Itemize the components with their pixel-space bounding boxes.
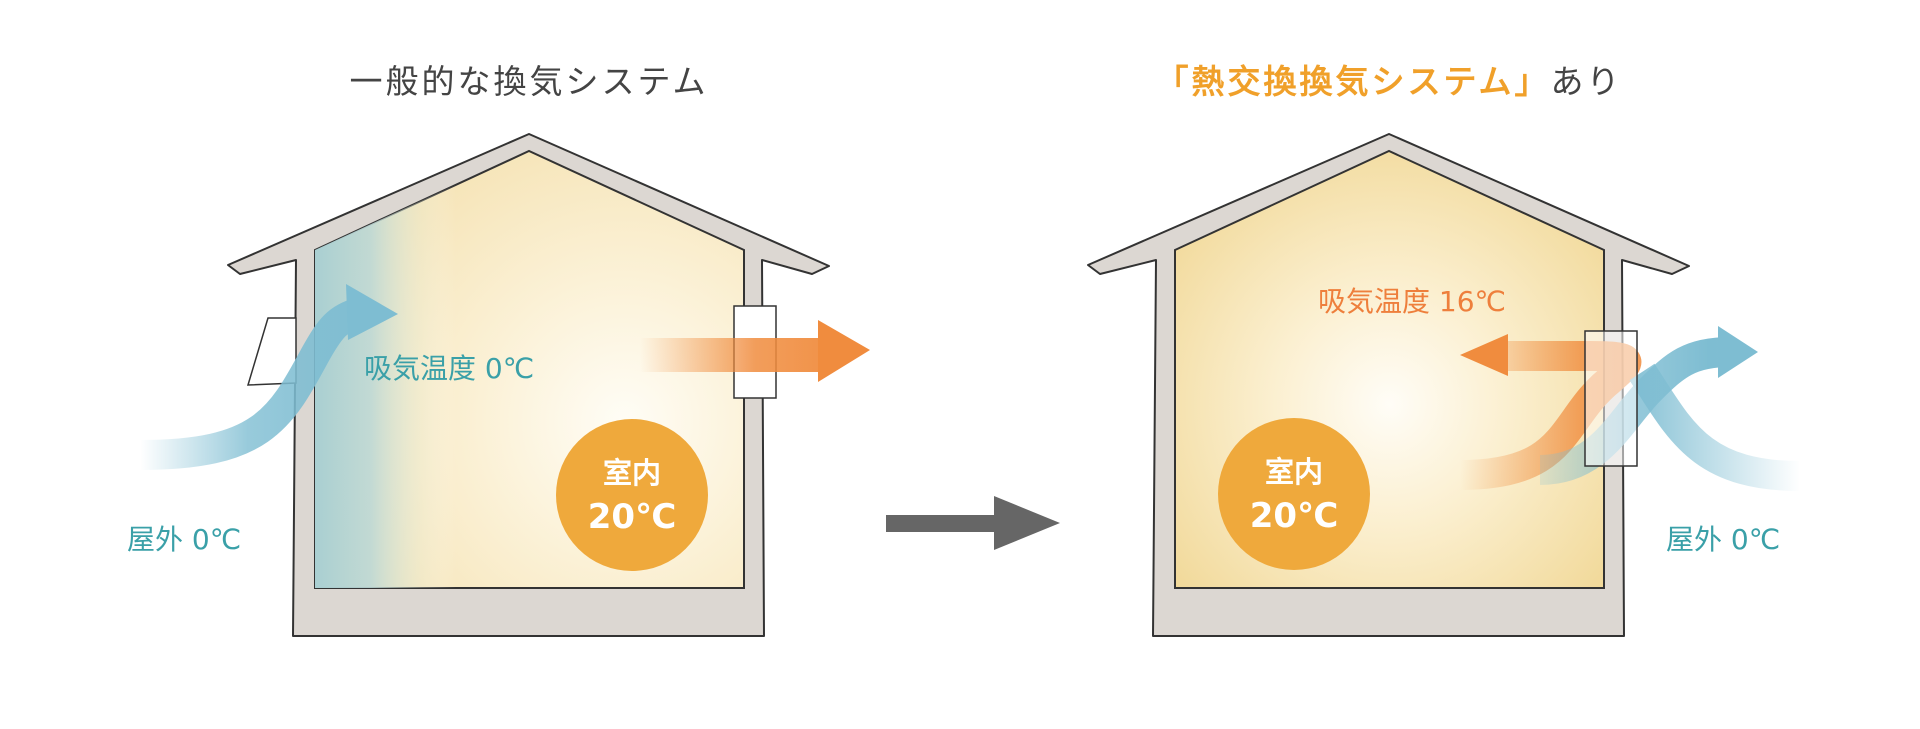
left-room-badge [556,419,708,571]
left-outdoor-label: 屋外 0℃ [127,523,241,556]
right-cold-arrow [1539,326,1801,491]
right-room-line1: 室内 [1265,455,1323,489]
left-title: 一般的な換気システム [349,62,708,101]
right-house [1087,133,1801,637]
right-intake-label: 吸気温度 16℃ [1318,285,1506,318]
right-title-highlight: 「熱交換換気システム」 [1155,62,1550,101]
left-intake-label: 吸気温度 0℃ [364,352,534,385]
transition-arrow [886,496,1060,550]
right-title: 「熱交換換気システム」あり [1155,62,1622,101]
right-heat-exchanger [1584,330,1638,467]
left-exhaust-arrow [640,320,870,382]
left-intake-arrow [139,284,398,470]
left-room-line2: 20℃ [588,497,677,537]
right-room-badge [1218,418,1370,570]
right-title-suffix: あり [1551,62,1623,101]
left-room-line1: 室内 [603,456,661,490]
right-outdoor-label: 屋外 0℃ [1666,523,1780,556]
right-room-line2: 20℃ [1250,496,1339,536]
left-house [139,133,870,637]
